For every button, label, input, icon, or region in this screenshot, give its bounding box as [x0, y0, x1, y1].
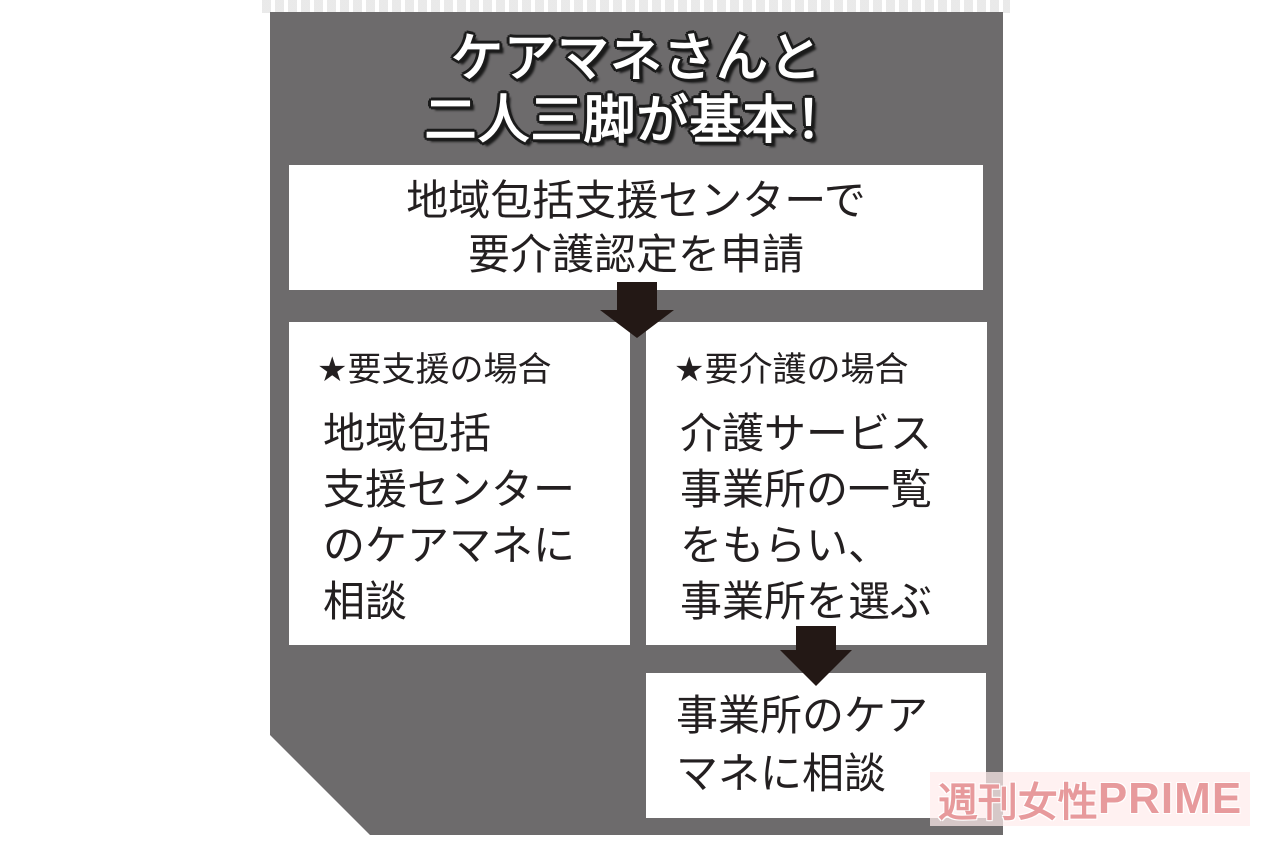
care-case-line-1: 介護サービス — [680, 409, 933, 458]
care-needed-case: ★要介護の場合 介護サービス 事業所の一覧 をもらい、 事業所を選ぶ — [646, 322, 987, 645]
care-case-line-3: をもらい、 — [680, 521, 891, 570]
publisher-watermark: 週刊女性 PRIME — [930, 772, 1250, 826]
care-case-line-4: 事業所を選ぶ — [680, 577, 933, 626]
step1-line-2: 要介護認定を申請 — [467, 229, 804, 279]
title-line-2: 二人三脚が基本！ — [424, 91, 849, 151]
watermark-jp: 週刊女性 — [937, 780, 1098, 826]
care-case-body: 介護サービス 事業所の一覧 をもらい、 事業所を選ぶ — [676, 406, 987, 630]
down-arrow-icon — [600, 282, 674, 338]
step-apply-certification: 地域包括支援センターで 要介護認定を申請 — [289, 165, 983, 290]
support-case-line-2: 支援センター — [323, 465, 576, 514]
support-case-heading: ★要支援の場合 — [317, 350, 552, 390]
title-line-1: ケアマネさんと — [450, 29, 822, 89]
torn-paper-edge — [262, 0, 1010, 13]
support-case-line-1: 地域包括 — [323, 409, 492, 458]
step-consult-care-manager: 事業所のケア マネに相談 — [646, 673, 986, 818]
support-case-line-4: 相談 — [323, 577, 408, 626]
final-step-line-2: マネに相談 — [676, 749, 887, 798]
care-case-line-2: 事業所の一覧 — [680, 465, 933, 514]
support-case-line-3: のケアマネに — [323, 521, 576, 570]
down-arrow-icon — [780, 626, 852, 686]
care-case-heading: ★要介護の場合 — [674, 350, 909, 390]
support-case-body: 地域包括 支援センター のケアマネに 相談 — [319, 406, 630, 630]
step1-line-1: 地域包括支援センターで — [406, 175, 866, 225]
watermark-en: PRIME — [1097, 774, 1243, 823]
final-step-line-1: 事業所のケア — [676, 691, 929, 740]
diagram-title: ケアマネさんと 二人三脚が基本！ — [270, 28, 1003, 152]
support-needed-case: ★要支援の場合 地域包括 支援センター のケアマネに 相談 — [289, 322, 630, 645]
